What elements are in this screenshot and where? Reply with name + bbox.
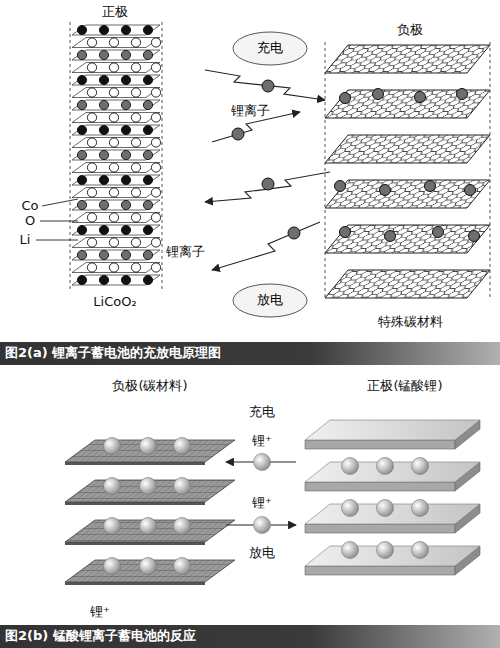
lithium-ion	[254, 454, 271, 471]
lithium-ion	[288, 227, 300, 239]
node-text: 充电	[257, 41, 283, 55]
part-label: LiCoO₂	[93, 295, 136, 309]
carbon-layers	[325, 42, 490, 300]
part-label: 正极	[102, 5, 128, 19]
part-label: Li	[20, 233, 31, 247]
lithium-ion	[254, 517, 271, 534]
node-text: 图2(a) 锂离子蓄电池的充放电原理图	[0, 346, 221, 360]
part-label: 正极(锰酸锂)	[367, 379, 442, 393]
node-text: 放电	[257, 293, 283, 307]
lithium-ion	[232, 128, 244, 140]
lithium-ion	[262, 80, 274, 92]
licoo2-crystal	[70, 22, 162, 292]
carbon-anode	[65, 438, 235, 586]
part-label: 负极	[397, 23, 423, 37]
part-label: 负极(碳材料)	[112, 379, 187, 393]
part-label: 特殊碳材料	[378, 315, 443, 329]
part-label: 锂⁺	[252, 496, 272, 510]
part-label: Co	[21, 199, 38, 213]
ion-arrow	[212, 222, 320, 270]
leader-line	[42, 199, 78, 206]
leader-line	[40, 221, 78, 222]
part-label: 锂离子	[166, 245, 205, 259]
node-text: 图2(b) 锰酸锂离子蓄电池的反应	[0, 629, 196, 643]
caption-band: 图2(b) 锰酸锂离子蓄电池的反应	[0, 625, 500, 648]
state-ellipse: 放电	[232, 283, 308, 318]
ion-arrow	[205, 70, 325, 100]
part-label: O	[25, 214, 35, 228]
state-ellipse: 充电	[232, 31, 308, 66]
leader-line	[36, 240, 78, 241]
part-label: 锂⁺	[90, 605, 110, 619]
caption-band: 图2(a) 锂离子蓄电池的充放电原理图	[0, 342, 500, 365]
part-label: 放电	[249, 546, 275, 560]
ion-arrow	[205, 172, 330, 202]
part-label: 充电	[249, 405, 275, 419]
manganate-cathode	[305, 420, 480, 575]
part-label: 锂⁺	[252, 434, 272, 448]
part-label: 锂离子	[231, 104, 270, 118]
lithium-ion	[262, 178, 274, 190]
